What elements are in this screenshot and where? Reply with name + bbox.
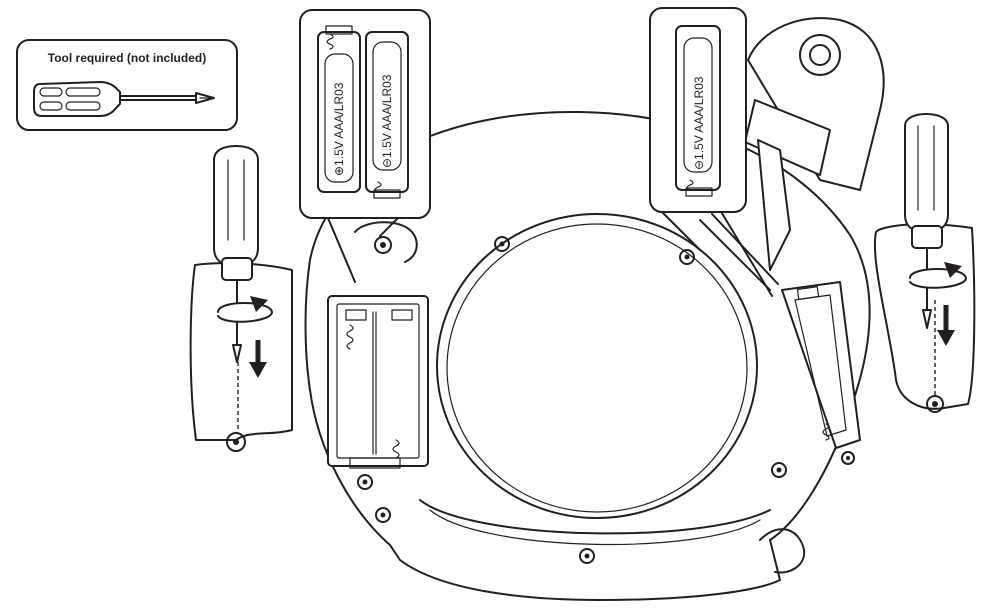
- right-battery-compartment: [781, 281, 861, 465]
- tool-callout-label: Tool required (not included): [48, 51, 206, 65]
- screw-icon: [375, 507, 391, 523]
- tool-callout: Tool required (not included): [16, 39, 238, 131]
- left-battery-compartment: [327, 295, 429, 469]
- screwdriver-icon: [33, 81, 215, 117]
- plus-sign: ⊕: [332, 166, 346, 176]
- rotate-arrow-icon: [909, 262, 967, 289]
- lamp-base: [304, 110, 871, 601]
- left-cover: [189, 262, 293, 452]
- battery-icon: ⊕1.5V AAA/LR03: [317, 25, 361, 193]
- left-battery-callout: ⊕1.5V AAA/LR03 ⊖1.5V AAA/LR03: [299, 9, 431, 283]
- center-lens: [436, 213, 758, 519]
- battery-label: ⊖1.5V AAA/LR03: [692, 76, 706, 170]
- battery-label: ⊕1.5V AAA/LR03: [332, 82, 346, 176]
- lamp-arm: [699, 17, 885, 291]
- minus-sign: ⊖: [692, 160, 706, 170]
- right-battery-callout: ⊖1.5V AAA/LR03: [649, 7, 773, 297]
- battery-icon: ⊖1.5V AAA/LR03: [365, 31, 409, 199]
- screw-icon: [579, 548, 595, 564]
- down-arrow-icon: [937, 305, 955, 346]
- screw-icon: [357, 474, 373, 490]
- screw-icon: [679, 249, 695, 265]
- rotate-arrow-icon: [217, 296, 273, 323]
- screwdriver-icon: [213, 145, 259, 363]
- battery-label-text: 1.5V AAA/LR03: [380, 74, 394, 158]
- battery-icon: ⊖1.5V AAA/LR03: [675, 25, 721, 197]
- battery-label-text: 1.5V AAA/LR03: [692, 76, 706, 160]
- minus-sign: ⊖: [380, 158, 394, 168]
- down-arrow-icon: [249, 340, 267, 378]
- screw-icon: [771, 462, 787, 478]
- battery-label: ⊖1.5V AAA/LR03: [380, 74, 394, 168]
- battery-label-text: 1.5V AAA/LR03: [332, 82, 346, 166]
